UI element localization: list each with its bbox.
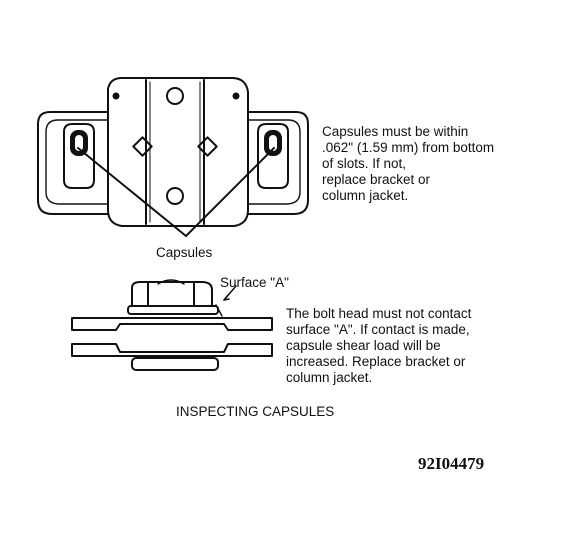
bracket-top-view (37, 77, 309, 237)
bolt-note-line-2: surface "A". If contact is made, (286, 322, 470, 337)
bolt-side-view (71, 279, 273, 371)
bolt-head (131, 281, 213, 307)
bolt-note-line-3: capsule shear load will be (286, 338, 441, 353)
figure-number: 92I04479 (418, 454, 485, 473)
capsule-note-line-5: column jacket. (322, 188, 409, 203)
bracket-center-plate (107, 77, 249, 227)
bolt-note-line-4: increased. Replace bracket or (286, 354, 466, 369)
capsules-pointer-left (77, 147, 187, 237)
capsules-label: Capsules (156, 245, 213, 260)
surface-a-label: Surface "A" (220, 275, 289, 290)
figure-caption: INSPECTING CAPSULES (176, 404, 335, 419)
bracket-right-wing (247, 111, 309, 215)
surface-a-plate (71, 317, 273, 331)
bracket-left-wing (37, 111, 109, 215)
capsule-note-line-3: of slots. If not, (322, 156, 407, 171)
bolt-note-line-5: column jacket. (286, 370, 373, 385)
capsule-note-line-1: Capsules must be within (322, 124, 469, 139)
bolt-note-line-1: The bolt head must not contact (286, 306, 472, 321)
capsule-slot-left (63, 123, 95, 189)
capsule-note-line-4: replace bracket or (322, 172, 431, 187)
capsules-pointer-right (185, 147, 275, 237)
capsule-note-line-2: .062" (1.59 mm) from bottom (322, 140, 495, 155)
capsule-slot-right (257, 123, 289, 189)
